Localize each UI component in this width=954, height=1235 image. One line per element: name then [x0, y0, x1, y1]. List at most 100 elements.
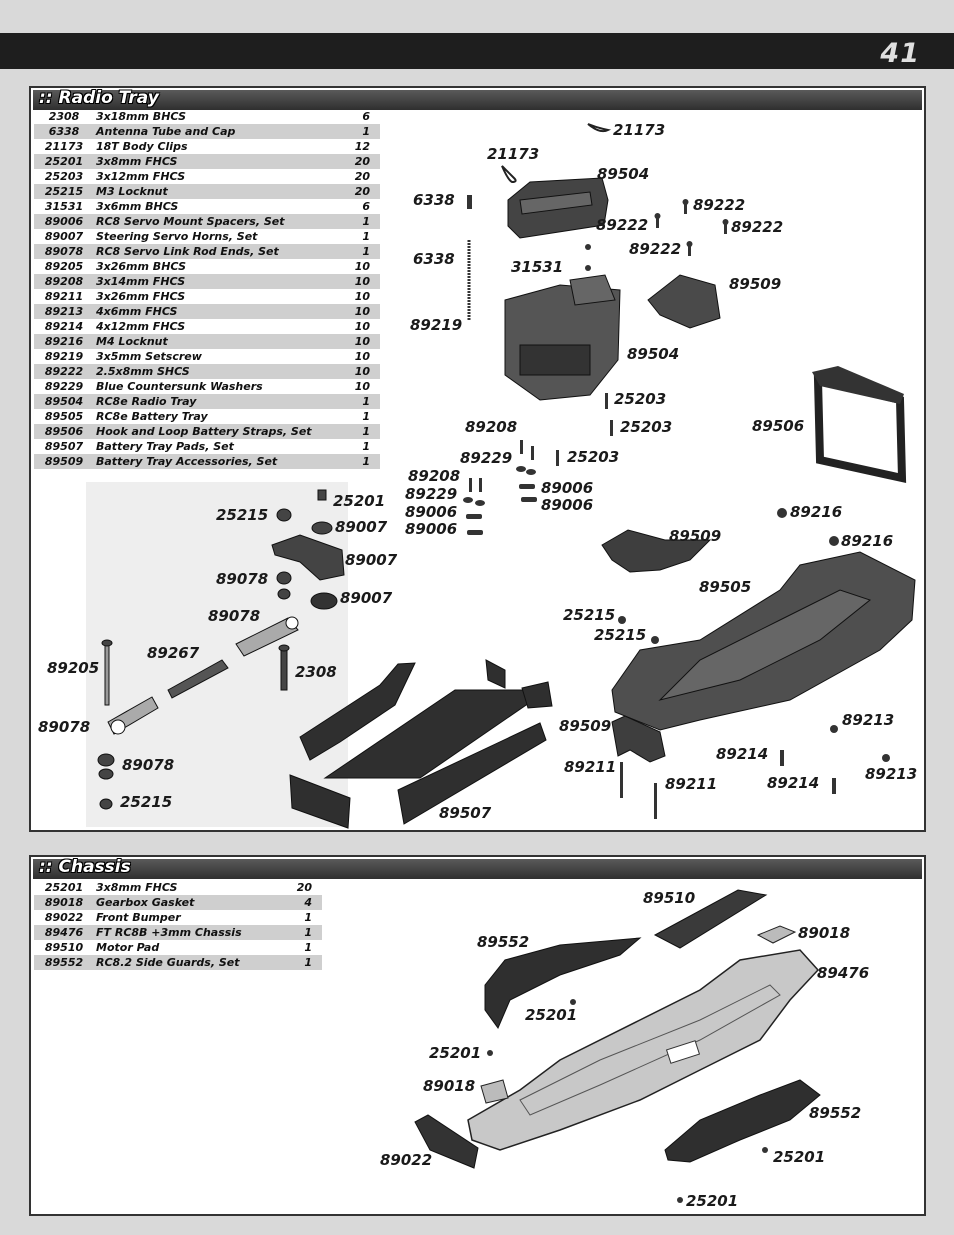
callout-25201-d: 25201 — [686, 1192, 739, 1210]
callout-89509-b: 89509 — [669, 527, 722, 545]
callout-89007-a: 89007 — [335, 518, 388, 536]
part-number: 89022 — [44, 911, 84, 924]
radio-tray-cover — [507, 177, 609, 239]
callout-89506: 89506 — [752, 417, 805, 435]
callout-89214-a: 89214 — [716, 745, 769, 763]
callout-21173-a: 21173 — [613, 121, 666, 139]
callout-25215-b: 25215 — [563, 606, 616, 624]
part-number: 25215 — [34, 184, 94, 199]
chassis-title: :: Chassis — [39, 857, 131, 877]
chassis-header: :: Chassis — [33, 857, 922, 879]
part-description: 4x12mm FHCS — [96, 320, 186, 333]
part-quantity: 1 — [362, 440, 370, 453]
callout-89509-c: 89509 — [559, 717, 612, 735]
callout-89222-d: 89222 — [629, 240, 682, 258]
part-number: 89205 — [44, 260, 84, 273]
callout-89078-d: 89078 — [122, 756, 175, 774]
part-quantity: 1 — [304, 911, 312, 924]
callout-25203-b: 25203 — [620, 418, 673, 436]
part-description: 3x8mm FHCS — [96, 881, 178, 894]
part-quantity: 6 — [362, 110, 370, 123]
callout-21173-b: 21173 — [487, 145, 540, 163]
part-quantity: 1 — [362, 410, 370, 423]
part-description: 4x6mm FHCS — [94, 304, 349, 319]
part-quantity: 20 — [348, 184, 380, 199]
radio-tray-header: :: Radio Tray — [33, 88, 922, 110]
callout-89078-a: 89078 — [216, 570, 269, 588]
part-number: 89229 — [44, 380, 84, 393]
parts-row: 89507 Battery Tray Pads, Set 1 — [34, 439, 380, 454]
part-number: 89504 — [34, 394, 94, 409]
part-description: RC8e Radio Tray — [94, 394, 349, 409]
part-number: 89219 — [44, 350, 84, 363]
callout-89267: 89267 — [147, 644, 200, 662]
part-number: 6338 — [34, 124, 94, 139]
part-description: RC8e Battery Tray — [96, 410, 208, 423]
callout-25215-c: 25215 — [594, 626, 647, 644]
part-description: M4 Locknut — [94, 334, 349, 349]
part-description: 3x26mm BHCS — [96, 260, 187, 273]
part-quantity: 1 — [348, 244, 380, 259]
callout-89018-a: 89018 — [798, 924, 851, 942]
callout-89476: 89476 — [817, 964, 870, 982]
part-number: 25203 — [44, 170, 84, 183]
callout-89022: 89022 — [380, 1151, 433, 1169]
callout-89552-b: 89552 — [809, 1104, 862, 1122]
callout-89222-b: 89222 — [596, 216, 649, 234]
callout-89006-a: 89006 — [541, 479, 594, 497]
part-number: 89507 — [44, 440, 84, 453]
part-number: 89214 — [44, 320, 84, 333]
part-number: 89506 — [34, 424, 94, 439]
part-number: 89476 — [34, 925, 94, 940]
part-quantity: 10 — [354, 320, 370, 333]
callout-25201-c: 25201 — [773, 1148, 826, 1166]
part-description: Battery Tray Accessories, Set — [94, 454, 349, 469]
part-number: 31531 — [44, 200, 84, 213]
part-description: Hook and Loop Battery Straps, Set — [94, 424, 349, 439]
part-number: 89018 — [34, 895, 94, 910]
part-description: 3x14mm FHCS — [94, 274, 349, 289]
callout-89507: 89507 — [439, 804, 492, 822]
part-number: 89505 — [44, 410, 84, 423]
callout-89552-a: 89552 — [477, 933, 530, 951]
part-quantity: 10 — [348, 334, 380, 349]
part-quantity: 10 — [354, 290, 370, 303]
callout-89222-c: 89222 — [731, 218, 784, 236]
callout-89205: 89205 — [47, 659, 100, 677]
callout-89214-b: 89214 — [767, 774, 820, 792]
part-quantity: 10 — [354, 350, 370, 363]
part-description: Battery Tray Pads, Set — [96, 440, 234, 453]
part-description: Gearbox Gasket — [94, 895, 287, 910]
callout-89222-a: 89222 — [693, 196, 746, 214]
part-quantity: 1 — [348, 124, 380, 139]
part-description: 3x8mm FHCS — [94, 154, 349, 169]
callout-25215-a: 25215 — [216, 506, 269, 524]
parts-row: 89214 4x12mm FHCS 10 — [34, 319, 380, 334]
part-description: Blue Countersunk Washers — [96, 380, 263, 393]
part-description: M3 Locknut — [94, 184, 349, 199]
part-quantity: 1 — [348, 424, 380, 439]
part-quantity: 1 — [348, 214, 380, 229]
radio-tray-title: :: Radio Tray — [39, 88, 159, 108]
part-description: FT RC8B +3mm Chassis — [94, 925, 287, 940]
callout-89216-b: 89216 — [841, 532, 894, 550]
part-quantity: 1 — [348, 454, 380, 469]
callout-89505: 89505 — [699, 578, 752, 596]
callout-89504-a: 89504 — [597, 165, 650, 183]
part-description: Antenna Tube and Cap — [94, 124, 349, 139]
